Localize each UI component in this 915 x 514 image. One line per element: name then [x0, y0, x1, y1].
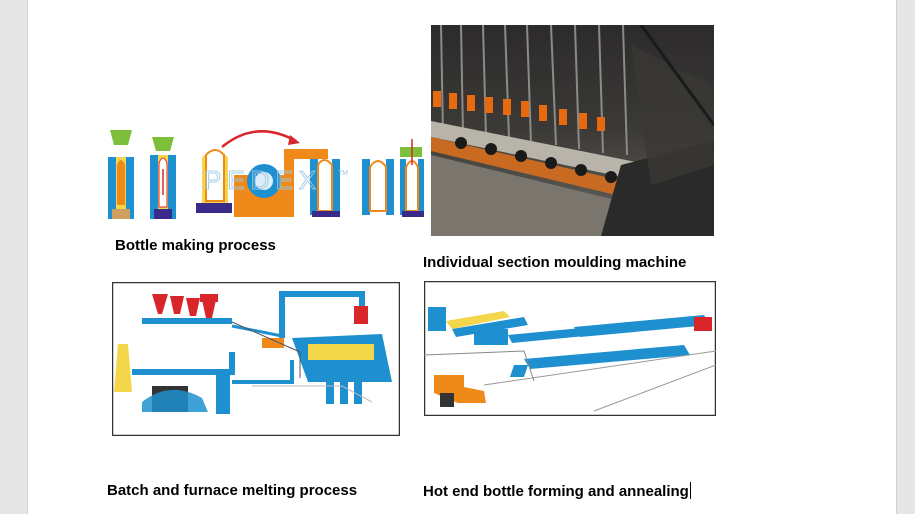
- caption-hot-end: Hot end bottle forming and annealing: [423, 482, 691, 500]
- caption-hot-end-text: Hot end bottle forming and annealing: [423, 483, 689, 500]
- document-page: PEDEX TM Bottle making process: [27, 0, 897, 514]
- hot-end-diagram: [424, 281, 716, 416]
- pedex-watermark: PEDEX: [204, 165, 322, 195]
- caption-is-machine: Individual section moulding machine: [423, 254, 687, 271]
- text-cursor: [689, 482, 691, 499]
- bottle-making-diagram: PEDEX TM: [108, 130, 424, 219]
- caption-batch-furnace: Batch and furnace melting process: [107, 482, 358, 499]
- batch-furnace-diagram: [112, 282, 400, 436]
- is-machine-photo: [431, 25, 714, 236]
- caption-bottle-making: Bottle making process: [115, 237, 276, 254]
- pedex-trademark: TM: [338, 170, 348, 177]
